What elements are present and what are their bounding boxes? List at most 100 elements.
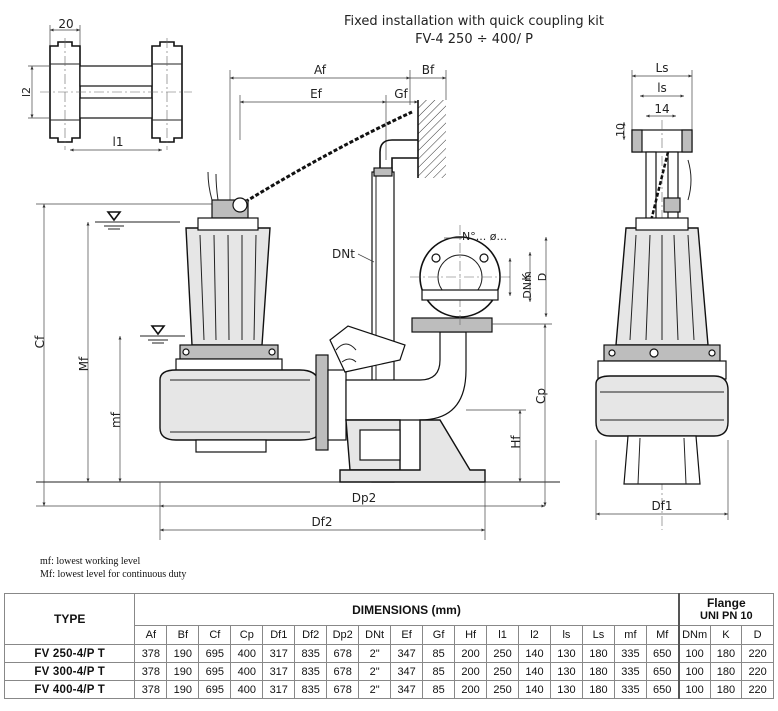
- dim-10: 10: [614, 123, 627, 137]
- column-header: Cp: [230, 625, 264, 645]
- technical-drawing: Fixed installation with quick coupling k…: [20, 14, 729, 540]
- flange-subtitle: UNI PN 10: [700, 609, 753, 622]
- dimension-cell: 650: [645, 662, 680, 681]
- dimension-cell: 835: [294, 662, 328, 681]
- column-header: Df2: [294, 625, 328, 645]
- dimension-cell: 140: [518, 680, 551, 699]
- dimension-cell: 335: [613, 680, 647, 699]
- dimension-cell: 650: [645, 644, 680, 663]
- column-header: l1: [486, 625, 520, 645]
- flange-cell: 180: [709, 662, 743, 681]
- dimension-cell: 835: [294, 680, 328, 699]
- column-header: Hf: [454, 625, 488, 645]
- flange-title: Flange: [706, 595, 746, 610]
- dimension-cell: 250: [486, 644, 520, 663]
- flange-cell: 180: [709, 644, 743, 663]
- dimension-cell: 140: [518, 644, 551, 663]
- dimension-cell: 378: [134, 680, 168, 699]
- notes: mf: lowest working level Mf: lowest leve…: [40, 555, 186, 581]
- dimension-cell: 250: [486, 680, 520, 699]
- flange-column-header: K: [709, 625, 743, 645]
- dimension-cell: 400: [230, 680, 264, 699]
- dim-20: 20: [58, 17, 73, 31]
- dimensions-header: DIMENSIONS (mm): [134, 593, 680, 626]
- column-header: Df1: [262, 625, 296, 645]
- dim-bf: Bf: [422, 63, 435, 77]
- dimension-cell: 335: [613, 644, 647, 663]
- dimension-cell: 317: [262, 662, 296, 681]
- dimension-cell: 347: [390, 644, 424, 663]
- side-view: Ls ls 14 10 Df1: [595, 61, 729, 530]
- column-header: Mf: [645, 625, 680, 645]
- dimension-cell: 130: [549, 680, 583, 699]
- drawing-title: Fixed installation with quick coupling k…: [344, 14, 604, 29]
- main-view: Af Bf Ef Gf Cf Mf mf: [33, 63, 560, 540]
- column-header: Dp2: [326, 625, 360, 645]
- type-cell: FV 400-4/P T: [3, 680, 136, 699]
- column-header: Gf: [422, 625, 456, 645]
- dimension-cell: 678: [326, 662, 360, 681]
- dimension-cell: 678: [326, 680, 360, 699]
- column-header: l2: [518, 625, 551, 645]
- dim-14: 14: [654, 102, 669, 116]
- dimension-cell: 200: [454, 662, 488, 681]
- dim-hf: Hf: [509, 435, 523, 449]
- flange-holes-label: N°... ø...: [462, 230, 507, 243]
- dim-d: D: [536, 273, 549, 281]
- flange-column-header: D: [741, 625, 774, 645]
- dimension-cell: 650: [645, 680, 680, 699]
- dim-dnt: DNt: [332, 247, 355, 261]
- dimension-cell: 180: [581, 662, 615, 681]
- dimension-cell: 2": [358, 662, 392, 681]
- dimension-cell: 2": [358, 680, 392, 699]
- dim-l2: l2: [20, 87, 33, 97]
- dimension-cell: 317: [262, 680, 296, 699]
- type-cell: FV 300-4/P T: [3, 662, 136, 681]
- note-mf: mf: lowest working level: [40, 556, 141, 567]
- dimension-cell: 695: [198, 680, 232, 699]
- dimension-cell: 400: [230, 644, 264, 663]
- dim-dp2: Dp2: [352, 491, 377, 505]
- flange-cell: 220: [741, 680, 774, 699]
- dimension-cell: 140: [518, 662, 551, 681]
- dimension-cell: 678: [326, 644, 360, 663]
- flange-cell: 100: [677, 644, 711, 663]
- dim-gf: Gf: [394, 87, 408, 101]
- coupling-detail: 20 l2 l1: [20, 17, 192, 152]
- flange-cell: 220: [741, 644, 774, 663]
- dimension-cell: 190: [166, 680, 200, 699]
- dim-cf: Cf: [33, 335, 47, 348]
- column-header: DNt: [358, 625, 392, 645]
- dimension-cell: 190: [166, 662, 200, 681]
- drawing-subtitle: FV-4 250 ÷ 400/ P: [415, 32, 533, 47]
- note-Mf: Mf: lowest level for continuous duty: [40, 569, 187, 580]
- dimension-cell: 347: [390, 680, 424, 699]
- column-header: Ls: [581, 625, 615, 645]
- column-header: Bf: [166, 625, 200, 645]
- dimension-cell: 85: [422, 644, 456, 663]
- dim-mf-upper: Mf: [77, 356, 91, 371]
- dimension-cell: 317: [262, 644, 296, 663]
- dimension-cell: 695: [198, 644, 232, 663]
- flange-cell: 100: [677, 662, 711, 681]
- dimension-cell: 400: [230, 662, 264, 681]
- dimension-cell: 130: [549, 662, 583, 681]
- column-header: ls: [549, 625, 583, 645]
- dimension-cell: 85: [422, 662, 456, 681]
- dimension-cell: 695: [198, 662, 232, 681]
- dimension-cell: 2": [358, 644, 392, 663]
- dim-mf-lower: mf: [109, 411, 123, 428]
- flange-cell: 220: [741, 662, 774, 681]
- dim-df1: Df1: [651, 499, 672, 513]
- dim-df2: Df2: [311, 515, 332, 529]
- flange-header: Flange UNI PN 10: [677, 593, 774, 626]
- type-cell: FV 250-4/P T: [3, 644, 136, 663]
- dim-ls-outer: Ls: [656, 61, 669, 75]
- column-header: Cf: [198, 625, 232, 645]
- dimension-cell: 85: [422, 680, 456, 699]
- dimension-cell: 378: [134, 662, 168, 681]
